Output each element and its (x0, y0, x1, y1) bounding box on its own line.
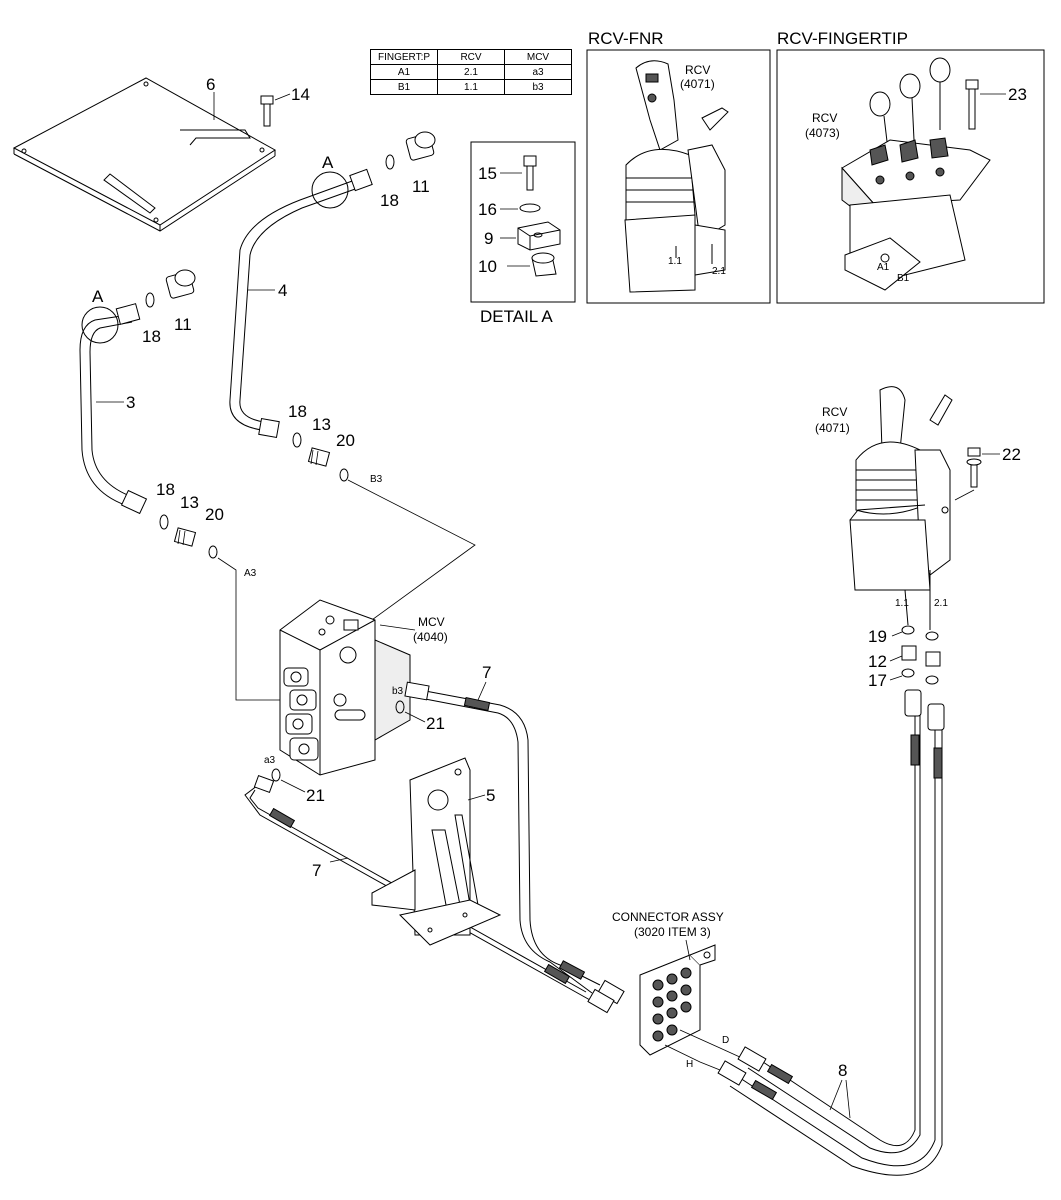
bolt-22 (966, 447, 982, 488)
callout-13: 13 (312, 415, 331, 434)
callout-7: 7 (482, 663, 491, 682)
o-ring-18 (292, 432, 302, 448)
callout-21: 21 (426, 714, 445, 733)
rcv-main-port: 2.1 (934, 598, 948, 609)
detail-marker-a: A (92, 287, 104, 306)
rcv-fnr-port: 2.1 (712, 266, 726, 277)
callout-22: 22 (1002, 445, 1021, 464)
callout-4: 4 (278, 281, 287, 300)
rcv-fnr-label: RCV (685, 63, 710, 77)
connector-assy (639, 944, 716, 1056)
rcv-fingertip-title: RCV-FINGERTIP (777, 29, 908, 48)
rcv-main-port: 1.1 (895, 598, 909, 609)
port-label-d: D (722, 1035, 729, 1046)
clamp-9 (517, 221, 561, 251)
callout-20: 20 (336, 431, 355, 450)
callout-18: 18 (156, 480, 175, 499)
callout-9: 9 (484, 229, 493, 248)
plug-11 (165, 269, 196, 299)
connector-code: (3020 ITEM 3) (634, 925, 711, 939)
callout-17: 17 (868, 671, 887, 690)
connector-label: CONNECTOR ASSY (612, 910, 724, 924)
o-ring-17 (925, 675, 939, 685)
o-ring-17 (901, 668, 915, 678)
port-label-a3: A3 (244, 568, 257, 579)
table-cell: b3 (504, 79, 572, 95)
detail-marker-a: A (322, 153, 334, 172)
rcv-main (849, 386, 953, 630)
callout-11: 11 (174, 315, 192, 334)
o-ring-19 (925, 631, 939, 641)
rcv-fnr-title: RCV-FNR (588, 29, 664, 48)
bolt-14 (260, 95, 274, 127)
rcv-fingertip-port: B1 (897, 273, 910, 284)
adapter-13 (173, 527, 197, 547)
callout-3: 3 (126, 393, 135, 412)
rcv-main-label: RCV (822, 405, 847, 419)
o-ring-21 (271, 768, 281, 782)
plug-11 (405, 131, 436, 161)
rcv-fnr-port: 1.1 (668, 256, 682, 267)
rcv-fnr-code: (4071) (680, 77, 715, 91)
port-label-b3: b3 (392, 686, 404, 697)
callout-21: 21 (306, 786, 325, 805)
callout-6: 6 (206, 75, 215, 94)
fingertip-port-table: FINGERT:P RCV MCV A1 2.1 a3 B1 1.1 b3 (370, 49, 572, 95)
mcv-label: MCV (418, 615, 445, 629)
cover-plate (12, 77, 276, 232)
callout-5: 5 (486, 786, 495, 805)
o-ring-18 (145, 292, 155, 308)
callout-13: 13 (180, 493, 199, 512)
washer-16 (519, 203, 541, 213)
rcv-fingertip-frame (776, 49, 1045, 304)
callout-14: 14 (291, 85, 310, 104)
port-label-h: H (686, 1059, 693, 1070)
callout-11: 11 (412, 177, 430, 196)
detail-a-title: DETAIL A (480, 307, 553, 326)
bracket-5 (371, 757, 502, 946)
rcv-fingertip-port: A1 (877, 262, 890, 273)
rcv-fnr-frame (586, 49, 771, 304)
hose-7-upper (404, 681, 625, 1005)
table-cell: 1.1 (437, 79, 505, 95)
o-ring-21 (395, 700, 405, 714)
o-ring-20 (339, 468, 349, 482)
callout-16: 16 (478, 200, 497, 219)
o-ring-18 (159, 514, 169, 530)
rcv-fingertip-code: (4073) (805, 126, 840, 140)
hose-3 (79, 303, 148, 515)
callout-12: 12 (868, 652, 887, 671)
o-ring-18 (385, 154, 395, 170)
callout-10: 10 (478, 257, 497, 276)
hose-8 (717, 689, 945, 1176)
callout-20: 20 (205, 505, 224, 524)
hose-4 (229, 168, 373, 439)
callout-19: 19 (868, 627, 887, 646)
mcv-code: (4040) (413, 630, 448, 644)
rcv-fingertip-label: RCV (812, 111, 837, 125)
table-cell: B1 (370, 79, 438, 95)
rcv-main-code: (4071) (815, 421, 850, 435)
bolt-23 (965, 79, 979, 130)
port-label-a3: a3 (264, 755, 276, 766)
callout-15: 15 (478, 164, 497, 183)
adapter-13 (307, 447, 331, 467)
callout-18: 18 (380, 191, 399, 210)
adapter-12 (901, 645, 941, 667)
detail-a-parts (517, 155, 561, 277)
callout-18: 18 (142, 327, 161, 346)
detail-a-frame (470, 141, 576, 303)
o-ring-20 (208, 545, 218, 559)
rcv-fingertip-valve (841, 57, 991, 291)
o-ring-19 (901, 625, 915, 635)
callout-23: 23 (1008, 85, 1027, 104)
callout-8: 8 (838, 1061, 847, 1080)
bolt-15 (523, 155, 537, 167)
callout-18: 18 (288, 402, 307, 421)
callout-7: 7 (312, 861, 321, 880)
port-label-b3: B3 (370, 474, 383, 485)
mcv-valve-block (279, 599, 411, 776)
rcv-fnr-joystick (624, 60, 729, 293)
